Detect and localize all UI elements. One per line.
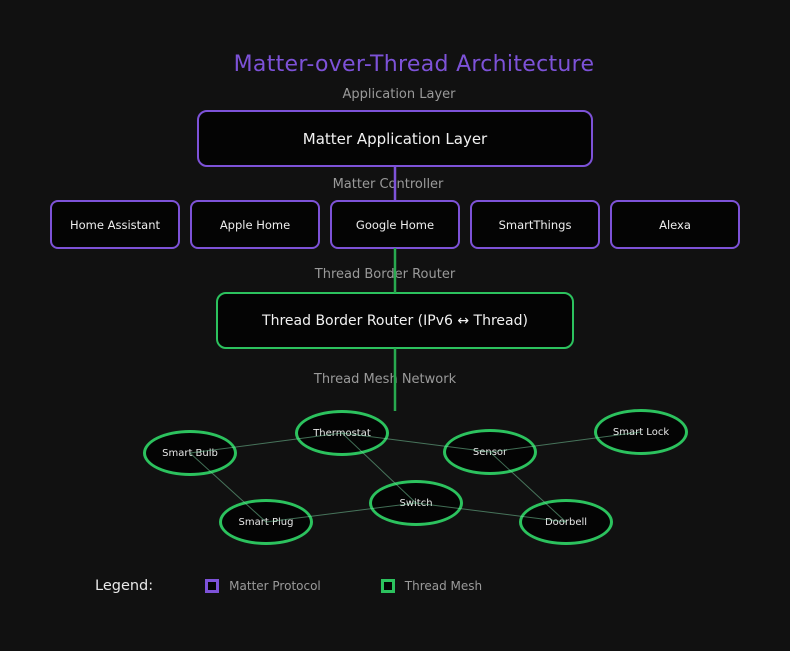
controller-box-google-home: Google Home [330, 200, 460, 249]
application-layer-label: Application Layer [342, 87, 456, 102]
controller-box-alexa: Alexa [610, 200, 740, 249]
mesh-node-smart-bulb: Smart Bulb [143, 430, 237, 476]
legend-item-thread-mesh: Thread Mesh [380, 579, 483, 593]
thread-mesh-swatch [380, 579, 395, 593]
mesh-node-label: Smart Lock [612, 426, 670, 438]
controller-row: Home Assistant Apple Home Google Home Sm… [50, 200, 740, 249]
page-title: Matter-over-Thread Architecture [233, 52, 595, 77]
legend-item-matter-protocol: Matter Protocol [205, 579, 321, 593]
thread-border-router-box: Thread Border Router (IPv6 ↔ Thread) [216, 292, 574, 349]
matter-controller-label: Matter Controller [332, 177, 444, 192]
mesh-node-smart-lock: Smart Lock [594, 409, 688, 455]
mesh-node-label: Sensor [472, 446, 508, 458]
legend-item-label: Matter Protocol [229, 579, 321, 593]
mesh-node-sensor: Sensor [443, 429, 537, 475]
controller-box-smartthings: SmartThings [470, 200, 600, 249]
mesh-node-smart-plug: Smart Plug [219, 499, 313, 545]
controller-box-home-assistant: Home Assistant [50, 200, 180, 249]
controller-box-apple-home: Apple Home [190, 200, 320, 249]
thread-border-router-label: Thread Border Router [314, 267, 456, 282]
mesh-node-label: Smart Bulb [162, 447, 218, 459]
mesh-node-label: Switch [399, 497, 433, 509]
mesh-node-thermostat: Thermostat [295, 410, 389, 456]
mesh-node-label: Thermostat [313, 427, 371, 439]
mesh-node-label: Smart Plug [238, 516, 294, 528]
legend-title: Legend: [95, 578, 154, 594]
mesh-node-switch: Switch [369, 480, 463, 526]
legend: Legend: Matter Protocol Thread Mesh [95, 574, 482, 598]
mesh-node-label: Doorbell [544, 516, 588, 528]
matter-protocol-swatch [205, 579, 220, 593]
thread-mesh-network-label: Thread Mesh Network [313, 372, 457, 387]
legend-item-label: Thread Mesh [404, 579, 483, 593]
matter-application-layer-box: Matter Application Layer [197, 110, 593, 167]
mesh-node-doorbell: Doorbell [519, 499, 613, 545]
